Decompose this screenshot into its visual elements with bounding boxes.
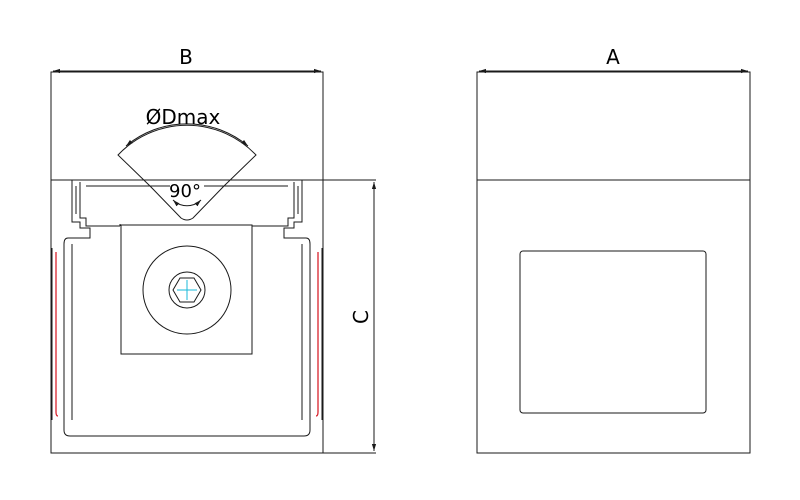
hex-socket-screw-icon bbox=[172, 277, 202, 303]
side-outer-body bbox=[476, 71, 751, 454]
diameter-label: ØDmax bbox=[146, 105, 221, 129]
v-groove bbox=[149, 185, 225, 221]
right-clamp-profile bbox=[283, 180, 311, 437]
screw-head-inner bbox=[168, 271, 206, 309]
front-outer-body bbox=[50, 71, 324, 454]
diameter-arc-dimension bbox=[125, 123, 249, 147]
angle-label: 90° bbox=[169, 181, 201, 202]
left-clamp-profile bbox=[63, 180, 91, 437]
right-clamp-inner bbox=[252, 182, 295, 227]
c-label: C bbox=[349, 310, 373, 324]
left-clamp-inner bbox=[79, 182, 120, 227]
side-view: A bbox=[476, 45, 751, 454]
left-red-accent bbox=[55, 252, 59, 417]
side-window bbox=[519, 250, 707, 414]
screw-head-outer bbox=[142, 245, 232, 335]
front-view: ØDmax 90° B C bbox=[50, 45, 377, 454]
right-red-accent bbox=[315, 252, 319, 417]
a-label: A bbox=[606, 45, 620, 69]
diameter-sector bbox=[117, 124, 257, 187]
angle-arc bbox=[172, 199, 202, 207]
jaw-block bbox=[120, 224, 253, 355]
b-label: B bbox=[179, 45, 193, 69]
